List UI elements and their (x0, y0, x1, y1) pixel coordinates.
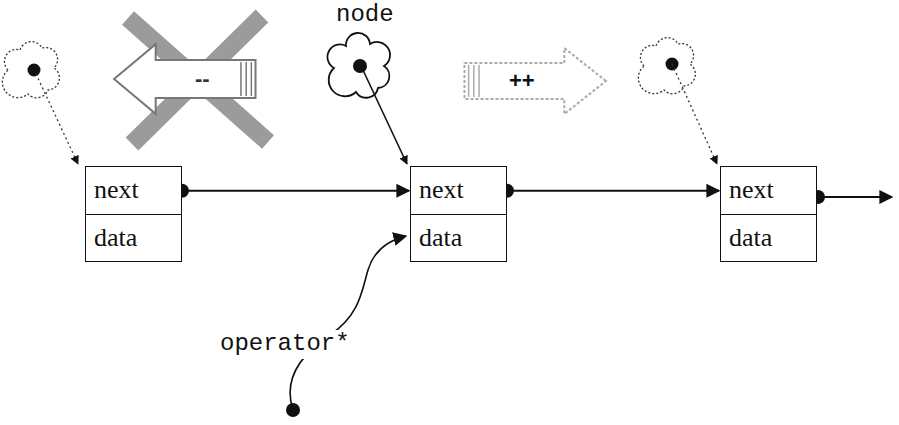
step-operator: -- (192, 67, 213, 91)
operator-label: operator* (218, 330, 352, 359)
next-pointer (818, 196, 892, 198)
iterator-cloud (327, 33, 390, 98)
leader-dot (286, 403, 300, 417)
arrow-shape (112, 42, 268, 116)
list-node-box: nextdata (85, 166, 182, 262)
field-name: next (721, 167, 816, 215)
iterator-cloud (2, 42, 59, 98)
field-name: next (86, 167, 181, 215)
iterator-pointer (362, 68, 407, 164)
next-pointer (182, 190, 409, 192)
list-node-box: nextdata (410, 166, 507, 262)
field-name: next (411, 167, 506, 215)
field-name: data (86, 215, 181, 262)
step-arrow: -- (112, 42, 268, 116)
iterator-cloud (638, 38, 695, 94)
leader-curve (290, 236, 406, 410)
list-node-box: nextdata (720, 166, 817, 262)
step-operator: ++ (506, 69, 538, 93)
step-arrow: ++ (452, 46, 608, 116)
field-name: data (411, 215, 506, 262)
iterator-label: node (334, 1, 396, 30)
field-name: data (721, 215, 816, 262)
next-pointer (507, 190, 719, 192)
iterator-pointer (672, 64, 717, 164)
iterator-pointer (36, 74, 78, 164)
